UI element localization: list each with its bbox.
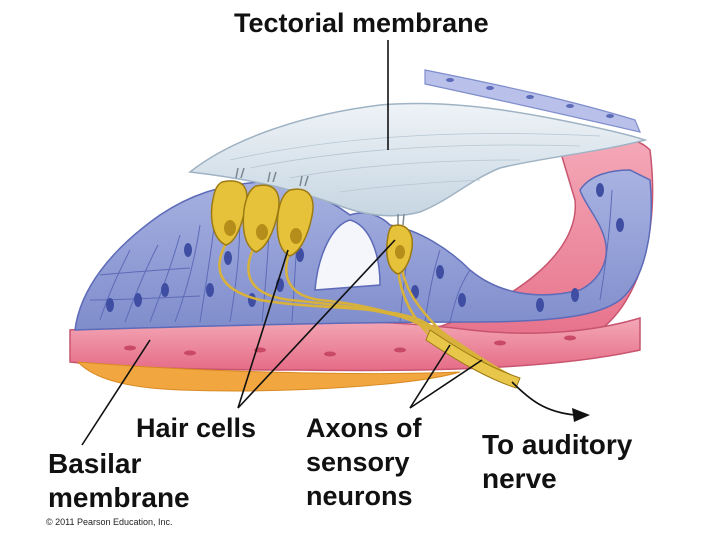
label-axons-line3: neurons [306,483,413,510]
arrowhead-icon [572,408,590,422]
auditory-nerve-arrow [512,382,575,415]
label-axons-line2: sensory [306,449,410,476]
label-basilar-line1: Basilar [48,450,141,478]
label-basilar-line2: membrane [48,484,190,512]
label-axons-line1: Axons of [306,415,422,442]
label-auditory-line1: To auditory [482,431,632,459]
label-tectorial-membrane: Tectorial membrane [234,10,489,37]
label-hair-cells: Hair cells [136,415,256,442]
label-auditory-line2: nerve [482,465,557,493]
copyright-notice: © 2011 Pearson Education, Inc. [46,517,173,527]
